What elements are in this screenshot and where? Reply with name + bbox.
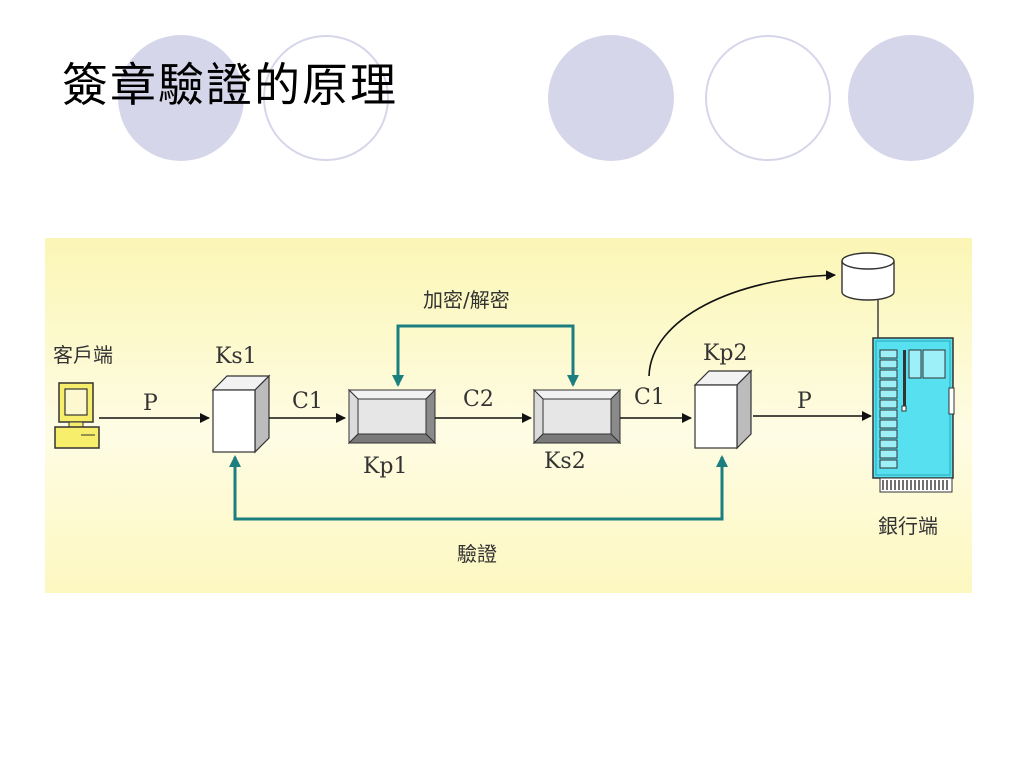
decorative-circle-4 xyxy=(705,35,831,161)
bank-server-icon xyxy=(872,337,955,493)
key-kp1-label: Kp1 xyxy=(363,454,408,479)
ks2-box xyxy=(532,388,622,445)
kp2-cube xyxy=(693,369,753,450)
plaintext-label-right: P xyxy=(797,389,812,414)
bank-label: 銀行端 xyxy=(878,514,938,538)
encrypt-decrypt-bracket xyxy=(396,324,575,385)
diagram-panel: 客戶端 銀行端 加密/解密 驗證 P P Ks1 Kp1 Ks2 Kp2 C1 … xyxy=(45,238,972,593)
arrow-to-database xyxy=(648,270,836,377)
kp1-box xyxy=(347,388,437,445)
decorative-circle-3 xyxy=(548,35,674,161)
database-icon xyxy=(841,252,895,301)
cipher-c1-label-right: C1 xyxy=(634,385,665,410)
plaintext-label-left: P xyxy=(143,391,158,416)
signature-diagram: 客戶端 銀行端 加密/解密 驗證 P P Ks1 Kp1 Ks2 Kp2 C1 … xyxy=(53,252,955,566)
client-computer-icon xyxy=(54,382,100,449)
ks1-cube xyxy=(211,374,271,454)
key-kp2-label: Kp2 xyxy=(703,341,748,366)
verify-label: 驗證 xyxy=(457,542,497,566)
slide-title: 簽章驗證的原理 xyxy=(62,58,398,112)
cipher-c1-label-left: C1 xyxy=(292,389,323,414)
cipher-c2-label: C2 xyxy=(463,387,494,412)
decorative-circle-5 xyxy=(848,35,974,161)
decorative-circle-2 xyxy=(263,35,389,161)
key-ks1-label: Ks1 xyxy=(215,344,257,369)
client-label: 客戶端 xyxy=(53,343,113,367)
key-ks2-label: Ks2 xyxy=(544,449,586,474)
encrypt-decrypt-label: 加密/解密 xyxy=(423,288,510,312)
decorative-circle-1 xyxy=(118,35,244,161)
verify-bracket xyxy=(233,460,724,521)
